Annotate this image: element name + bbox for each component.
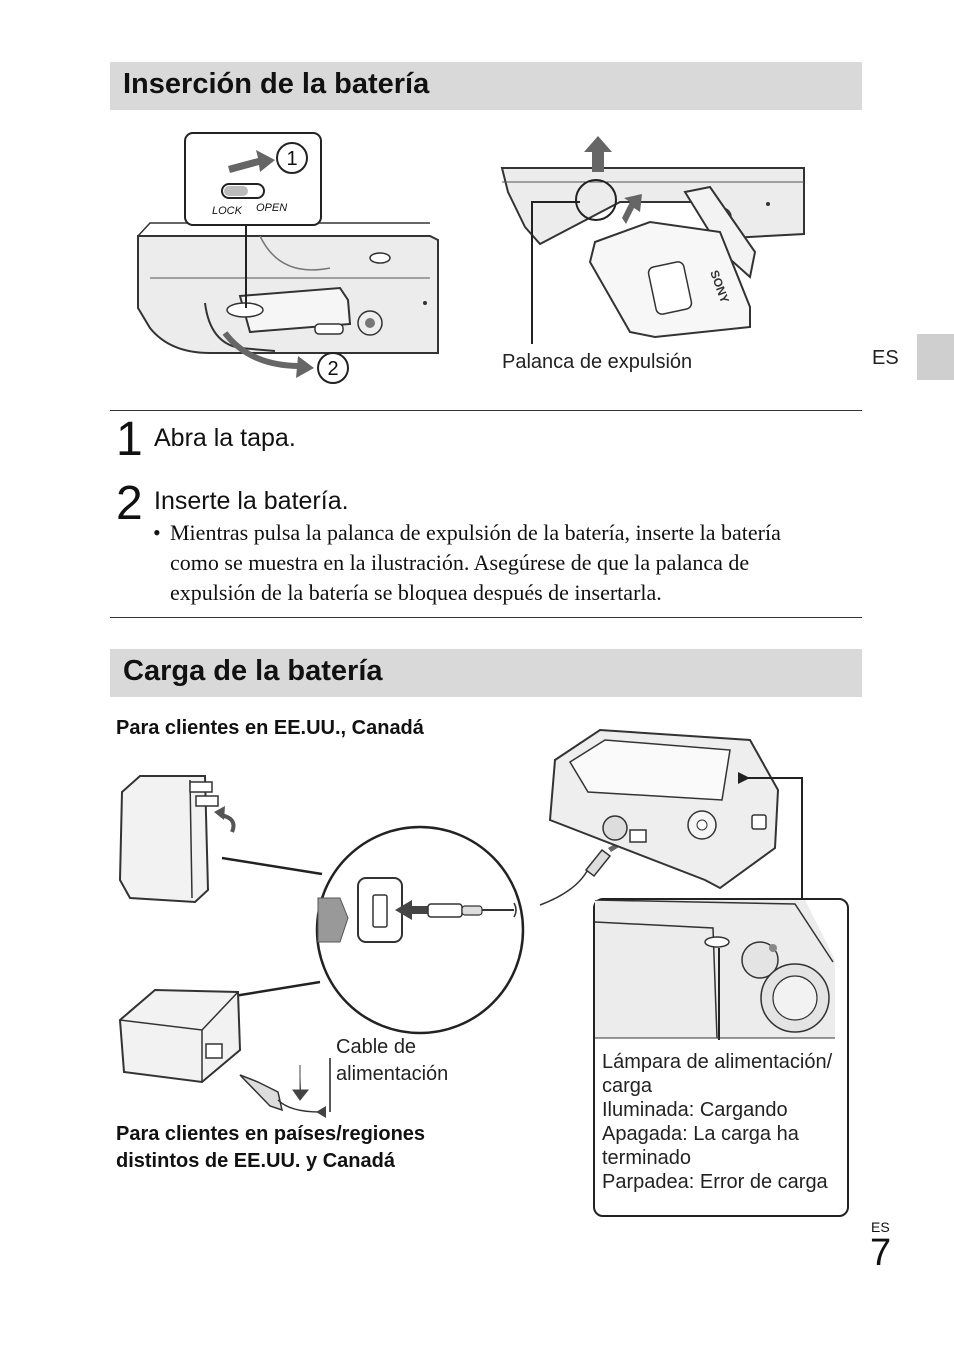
step-2-note: • Mientras pulsa la palanca de expulsión…	[153, 518, 858, 608]
section-header-battery-insertion: Inserción de la batería	[110, 62, 862, 110]
footer-language: ES	[871, 1219, 890, 1235]
steps-top-rule	[110, 410, 862, 411]
power-cable-line: Cable de	[336, 1036, 417, 1058]
step-number: 1	[116, 413, 143, 466]
other-regions-heading: Para clientes en países/regiones distint…	[116, 1121, 425, 1175]
page-number: 7	[870, 1232, 892, 1274]
lamp-label-line: carga	[602, 1075, 653, 1097]
section-title: Inserción de la batería	[123, 68, 430, 100]
step-number: 2	[116, 477, 143, 530]
side-language-tab	[917, 334, 954, 380]
charge-lamp-status: Lámpara de alimentación/ carga Iluminada…	[602, 1050, 847, 1194]
other-regions-line: distintos de EE.UU. y Canadá	[116, 1150, 395, 1172]
status-done-line: terminado	[602, 1147, 691, 1169]
section-title: Carga de la batería	[123, 655, 383, 687]
bullet-symbol: •	[153, 520, 161, 545]
status-error: Parpadea: Error de carga	[602, 1171, 828, 1193]
callout-number-1: 1	[286, 148, 297, 170]
note-line: como se muestra en la ilustración. Asegú…	[170, 550, 750, 575]
lock-label: LOCK	[212, 205, 243, 217]
side-language-label: ES	[872, 347, 899, 369]
camera-top-zoom	[595, 900, 835, 1040]
status-done-line: Apagada: La carga ha	[602, 1123, 799, 1145]
eject-lever-label: Palanca de expulsión	[502, 351, 693, 373]
callout-number-2: 2	[327, 358, 338, 380]
open-cover-illustration: 1 LOCK OPEN 2	[137, 132, 439, 384]
lamp-label-line: Lámpara de alimentación/	[602, 1051, 833, 1073]
step-title: Abra la tapa.	[154, 424, 296, 452]
note-line: expulsión de la batería se bloquea despu…	[170, 580, 662, 605]
us-canada-heading: Para clientes en EE.UU., Canadá	[116, 717, 424, 739]
step-title: Inserte la batería.	[154, 487, 349, 515]
steps-bottom-rule	[110, 617, 862, 618]
section-header-battery-charging: Carga de la batería	[110, 649, 862, 697]
power-cable-line: alimentación	[336, 1063, 449, 1085]
open-label: OPEN	[256, 202, 287, 214]
other-regions-line: Para clientes en países/regiones	[116, 1123, 426, 1145]
status-charging: Iluminada: Cargando	[602, 1099, 788, 1121]
note-line: Mientras pulsa la palanca de expulsión d…	[170, 520, 781, 545]
power-cable-label: Cable de alimentación	[336, 1035, 448, 1086]
insert-battery-illustration: SONY	[500, 136, 805, 344]
